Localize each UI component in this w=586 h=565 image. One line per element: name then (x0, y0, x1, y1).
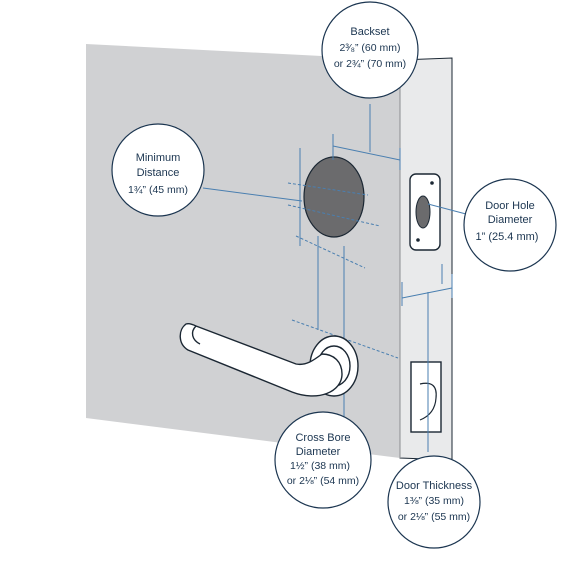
door-hole-title-1: Door Hole (485, 200, 535, 212)
latch-faceplate (409, 173, 441, 251)
backset-title: Backset (350, 26, 389, 38)
door-thickness-title: Door Thickness (396, 480, 473, 492)
cross-bore-value-1: 1½” (38 mm) (290, 460, 350, 472)
door-face (86, 44, 400, 458)
minimum-distance-title-1: Minimum (136, 152, 181, 164)
door-thickness-value-2: or 2⅛” (55 mm) (398, 511, 470, 523)
door-thickness-callout: Door Thickness 1⅜” (35 mm) or 2⅛” (55 mm… (387, 455, 481, 549)
door-hole-diameter-callout: Door Hole Diameter 1” (25.4 mm) (463, 178, 557, 272)
cross-bore-diameter-callout: Cross Bore Diameter 1½” (38 mm) or 2⅛” (… (274, 411, 372, 509)
backset-value-2: or 2¾” (70 mm) (334, 58, 406, 70)
lever-handle (179, 322, 359, 397)
minimum-distance-callout: Minimum Distance 1¾” (45 mm) (111, 123, 205, 217)
door-hole-title-2: Diameter (488, 214, 533, 226)
door-hole-value: 1” (25.4 mm) (476, 231, 539, 243)
cross-bore-hole (303, 156, 365, 238)
backset-value-1: 2³⁄₈” (60 mm) (340, 42, 401, 54)
minimum-distance-value: 1¾” (45 mm) (128, 184, 188, 196)
cross-bore-value-2: or 2⅛” (54 mm) (287, 475, 359, 487)
minimum-distance-title-2: Distance (137, 167, 180, 179)
backset-callout: Backset 2³⁄₈” (60 mm) or 2¾” (70 mm) (321, 1, 419, 99)
door-thickness-value-1: 1⅜” (35 mm) (404, 495, 464, 507)
cross-bore-title-1: Cross Bore (295, 432, 350, 444)
cross-bore-title-2: Diameter (296, 446, 341, 458)
strike-plate (410, 361, 442, 433)
